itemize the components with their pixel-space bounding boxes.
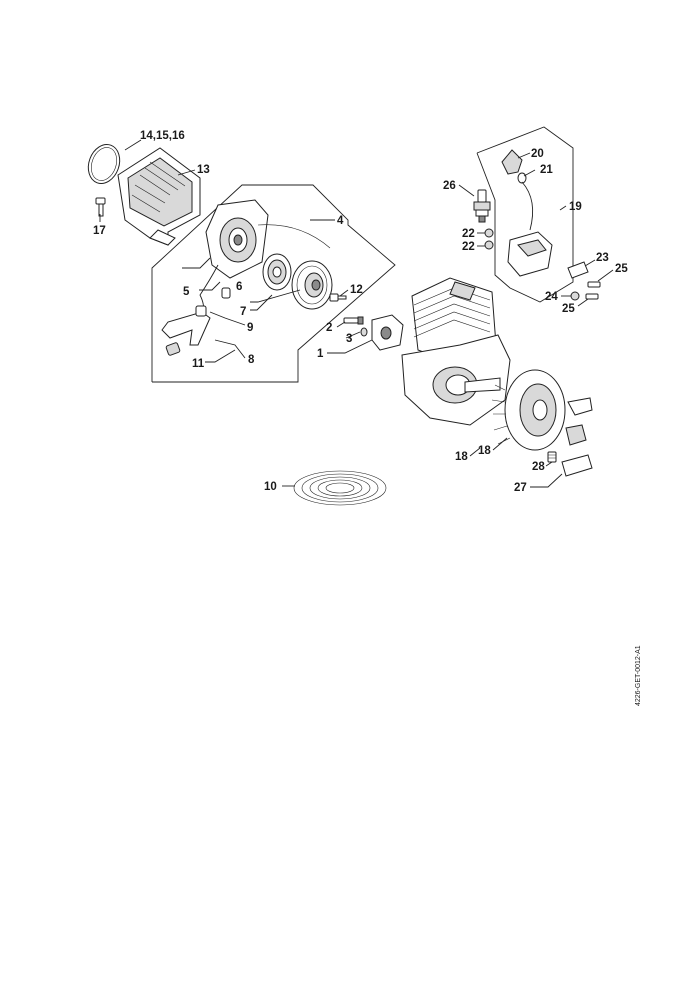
label-part-20: 20 <box>531 148 544 160</box>
carburetor-1-part <box>371 314 404 351</box>
throttle-screw-2-part <box>343 316 364 325</box>
shroud-cover-part <box>117 147 201 246</box>
crankcase-part <box>401 334 511 426</box>
label-part-11: 11 <box>192 358 205 370</box>
screw-12-part <box>329 293 347 302</box>
pawl-27-part <box>561 454 593 477</box>
label-part-28: 28 <box>532 461 545 473</box>
leader-lines <box>99 139 614 488</box>
label-part-21: 21 <box>540 164 553 176</box>
starter-group-frame <box>151 184 396 383</box>
washer-24-part <box>570 291 580 301</box>
label-part-8: 8 <box>248 354 255 366</box>
label-part-5: 5 <box>183 286 190 298</box>
label-part-19: 19 <box>569 201 582 213</box>
plug-boot-part <box>501 149 523 175</box>
screw-25-lower-part <box>585 293 599 300</box>
label-part-18-crankcase: 18 <box>455 451 468 463</box>
label-part-27: 27 <box>514 482 527 494</box>
label-part-6: 6 <box>236 281 242 293</box>
label-part-24: 24 <box>545 291 558 303</box>
label-part-17: 17 <box>93 225 106 237</box>
ground-terminal-23-part <box>567 261 589 279</box>
label-part-1: 1 <box>317 348 324 360</box>
label-part-3: 3 <box>346 333 352 345</box>
label-part-13: 13 <box>197 164 210 176</box>
label-part-25-lower: 25 <box>562 303 575 315</box>
screw-25-upper-part <box>587 281 601 288</box>
spring-28-part <box>547 451 557 463</box>
spring-21-part <box>517 172 527 184</box>
starter-housing-part <box>205 199 331 279</box>
flywheel-part <box>491 369 566 451</box>
gasket-ring-part <box>87 144 121 184</box>
label-part-12: 12 <box>350 284 363 296</box>
starter-rope-handle-part <box>161 264 219 346</box>
ignition-module-part <box>507 181 553 277</box>
label-part-22-upper: 22 <box>462 228 475 240</box>
label-part-10: 10 <box>264 481 277 493</box>
washers-22-part <box>484 228 494 250</box>
ignition-group-frame <box>476 126 574 303</box>
label-part-4: 4 <box>337 215 344 227</box>
rope-rotor-part <box>262 253 333 310</box>
starter-spring-coil-part <box>293 470 387 506</box>
label-part-18-flywheel: 18 <box>478 445 491 457</box>
label-parts-14-15-16: 14,15,16 <box>140 130 185 142</box>
label-part-2: 2 <box>326 322 332 334</box>
label-part-7: 7 <box>240 306 246 318</box>
washer-3-part <box>360 327 368 337</box>
label-part-26: 26 <box>443 180 456 192</box>
screw-17-part <box>95 197 106 217</box>
label-part-25-upper: 25 <box>615 263 628 275</box>
document-code: 4226-GET-0012-A1 <box>635 645 642 706</box>
pin-6-part <box>221 287 231 299</box>
label-part-9: 9 <box>247 322 253 334</box>
grip-insert-11-part <box>165 342 181 356</box>
spark-plug-part <box>473 189 491 223</box>
label-part-22-lower: 22 <box>462 241 475 253</box>
label-part-23: 23 <box>596 252 609 264</box>
pawl-cover-part <box>565 397 593 446</box>
